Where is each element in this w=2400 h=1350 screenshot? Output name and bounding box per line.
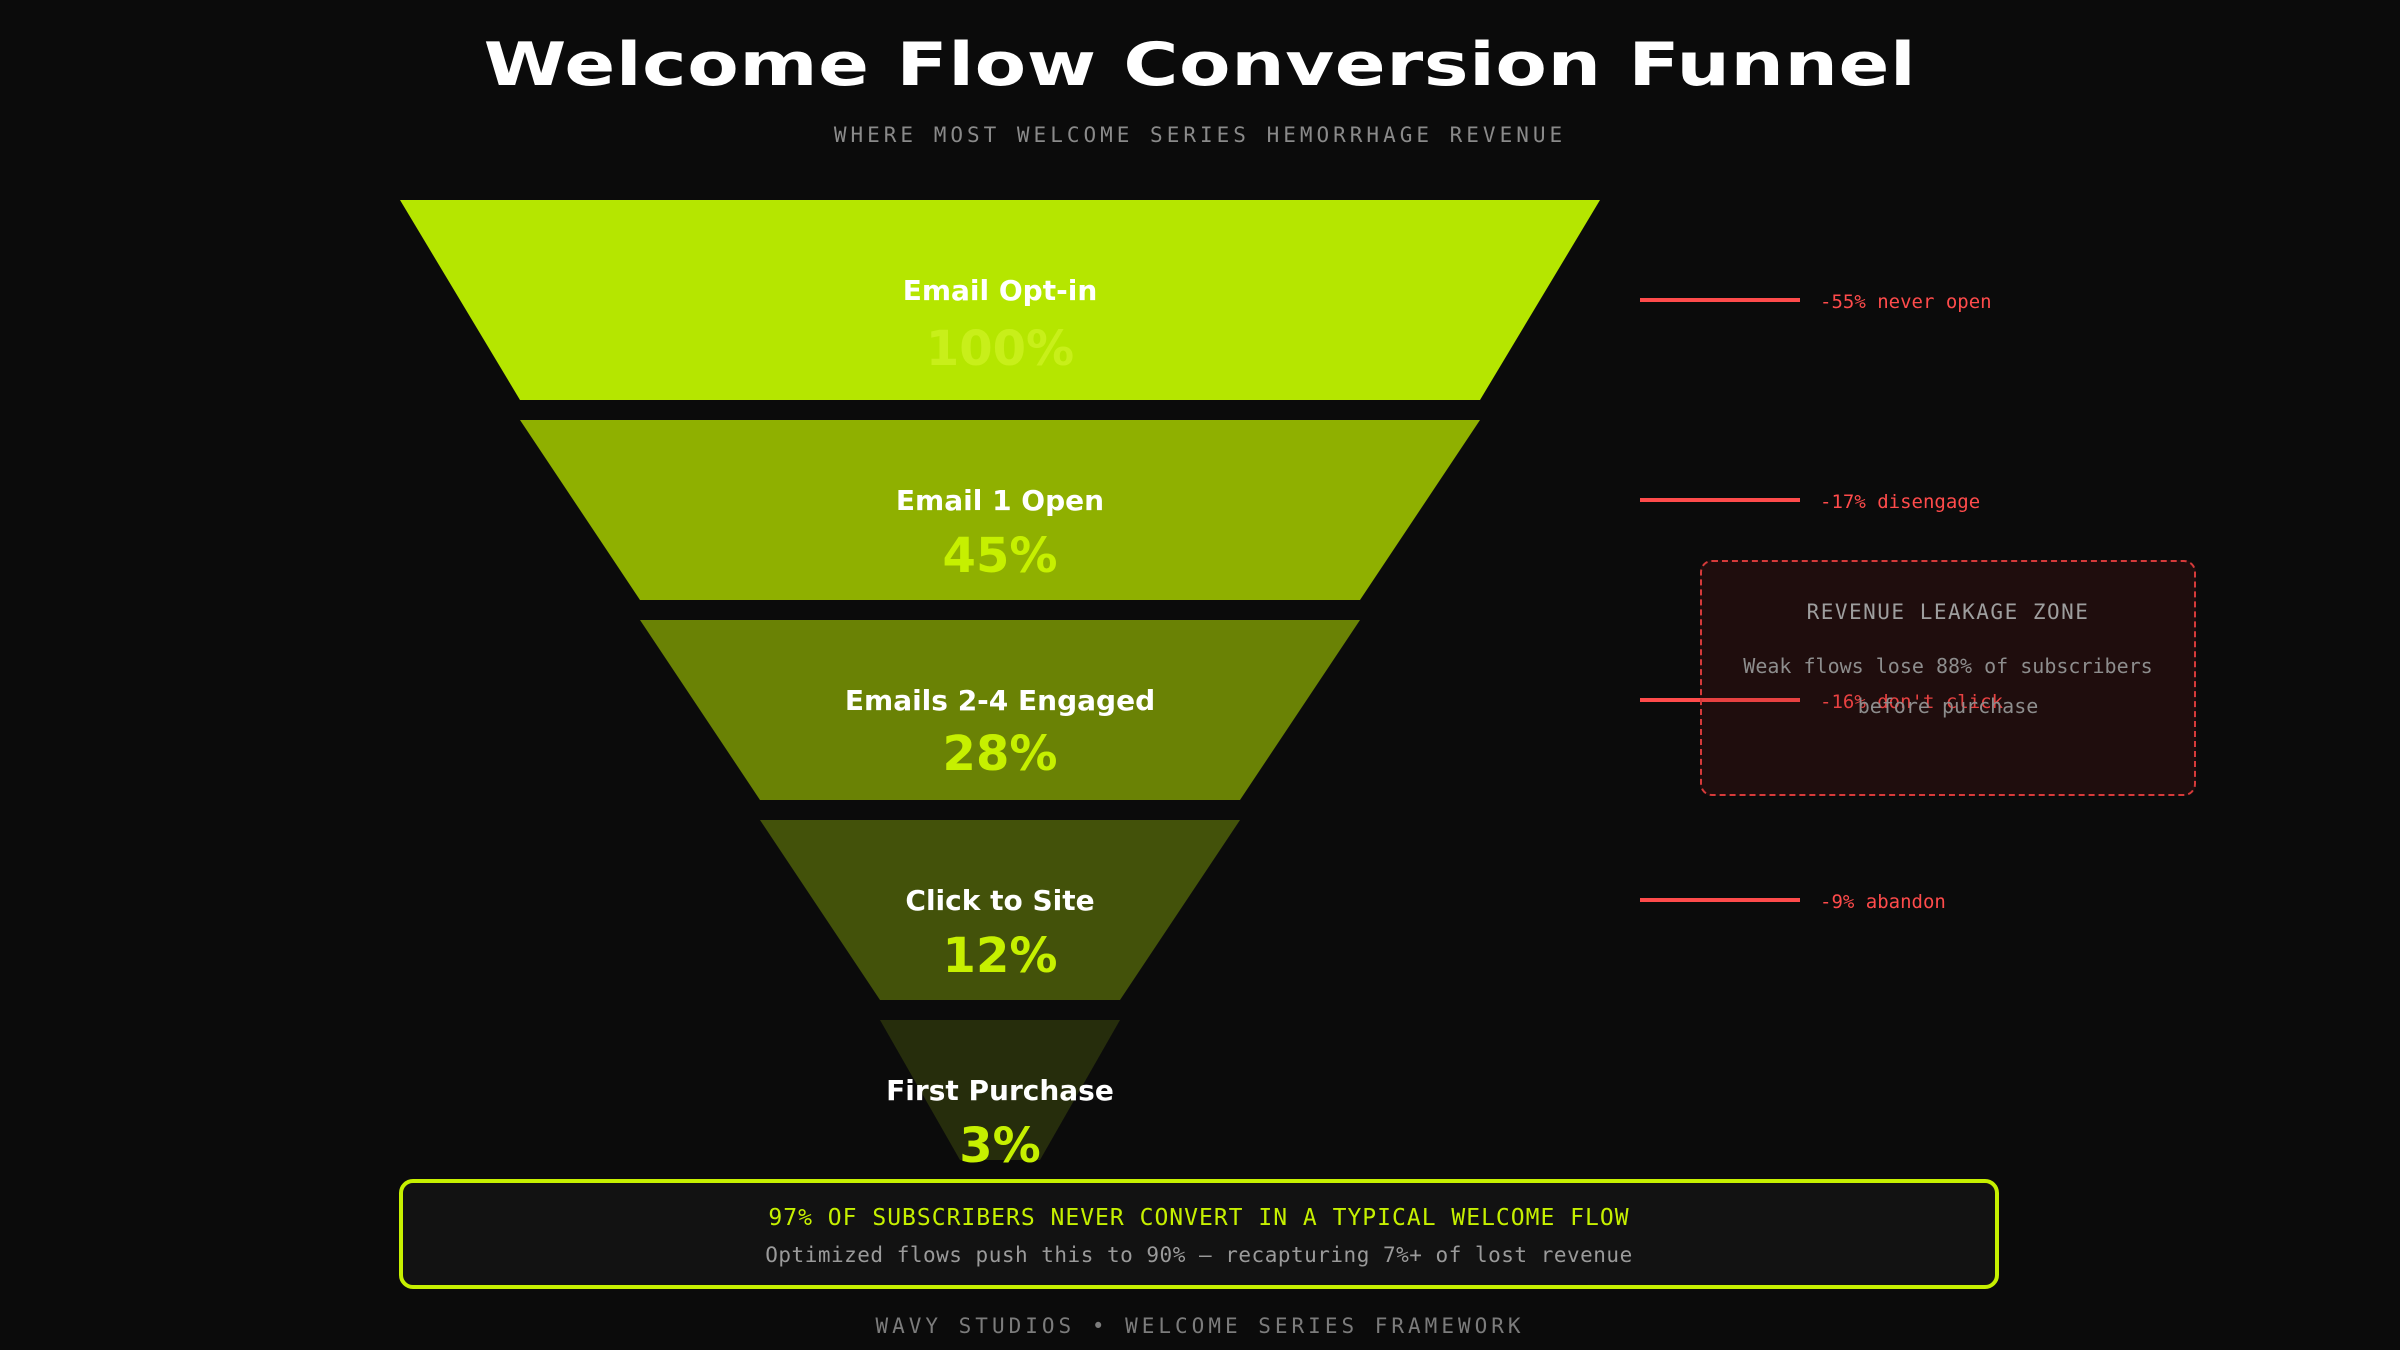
funnel-stage: Email 1 Open 45%: [520, 420, 1480, 600]
funnel-stage-label: Click to Site: [905, 884, 1094, 917]
funnel-stage-percentage: 100%: [926, 321, 1074, 377]
funnel-stage: Emails 2-4 Engaged 28%: [640, 620, 1360, 800]
funnel-stage-label: First Purchase: [886, 1074, 1114, 1107]
drop-off-annotations: -55% never open -17% disengage -16% don't …: [1640, 291, 2004, 913]
funnel-stage-shape: [400, 200, 1600, 400]
page-subtitle: WHERE MOST WELCOME SERIES HEMORRHAGE REV…: [833, 123, 1567, 147]
leakage-title: REVENUE LEAKAGE ZONE: [1806, 600, 2090, 624]
leakage-body: Weak flows lose 88% of subscribers befor…: [1743, 654, 2153, 718]
footer-credit: WAVY STUDIOS • WELCOME SERIES FRAMEWORK: [875, 1314, 1525, 1338]
drop-off-label: -55% never open: [1820, 291, 1992, 313]
callout-headline: 97% OF SUBSCRIBERS NEVER CONVERT IN A TY…: [768, 1205, 1630, 1231]
funnel-stage: First Purchase 3%: [880, 1020, 1120, 1174]
funnel-stage-shape: [760, 820, 1240, 1000]
drop-off-annotation: -16% don't click: [1640, 691, 2004, 713]
funnel-stage-percentage: 3%: [959, 1118, 1041, 1174]
funnel-stage-percentage: 28%: [943, 726, 1058, 782]
funnel-stages: Email Opt-in 100% Email 1 Open 45% Emails 2-…: [400, 200, 1600, 1174]
funnel-stage: Email Opt-in 100%: [400, 200, 1600, 400]
drop-off-annotation: -55% never open: [1640, 291, 1992, 313]
callout-subline: Optimized flows push this to 90% — recap…: [765, 1243, 1633, 1267]
funnel-stage-shape: [520, 420, 1480, 600]
funnel-stage: Click to Site 12%: [760, 820, 1240, 1000]
funnel-stage-shape: [880, 1020, 1120, 1160]
revenue-leakage-box: REVENUE LEAKAGE ZONE Weak flows lose 88%…: [1700, 560, 2196, 796]
drop-off-annotation: -17% disengage: [1640, 491, 1980, 513]
drop-off-label: -17% disengage: [1820, 491, 1980, 513]
drop-off-annotation: -9% abandon: [1640, 891, 1946, 913]
drop-off-label: -9% abandon: [1820, 891, 1946, 913]
funnel-stage-label: Emails 2-4 Engaged: [845, 684, 1155, 717]
conversion-callout: 97% OF SUBSCRIBERS NEVER CONVERT IN A TY…: [399, 1179, 1999, 1289]
drop-off-label: -16% don't click: [1820, 691, 2004, 713]
funnel-stage-percentage: 12%: [943, 928, 1058, 984]
funnel-stage-percentage: 45%: [943, 528, 1058, 584]
page-title: Welcome Flow Conversion Funnel: [483, 30, 1917, 100]
funnel-stage-shape: [640, 620, 1360, 800]
funnel-stage-label: Email Opt-in: [903, 274, 1098, 307]
funnel-stage-label: Email 1 Open: [896, 484, 1104, 517]
